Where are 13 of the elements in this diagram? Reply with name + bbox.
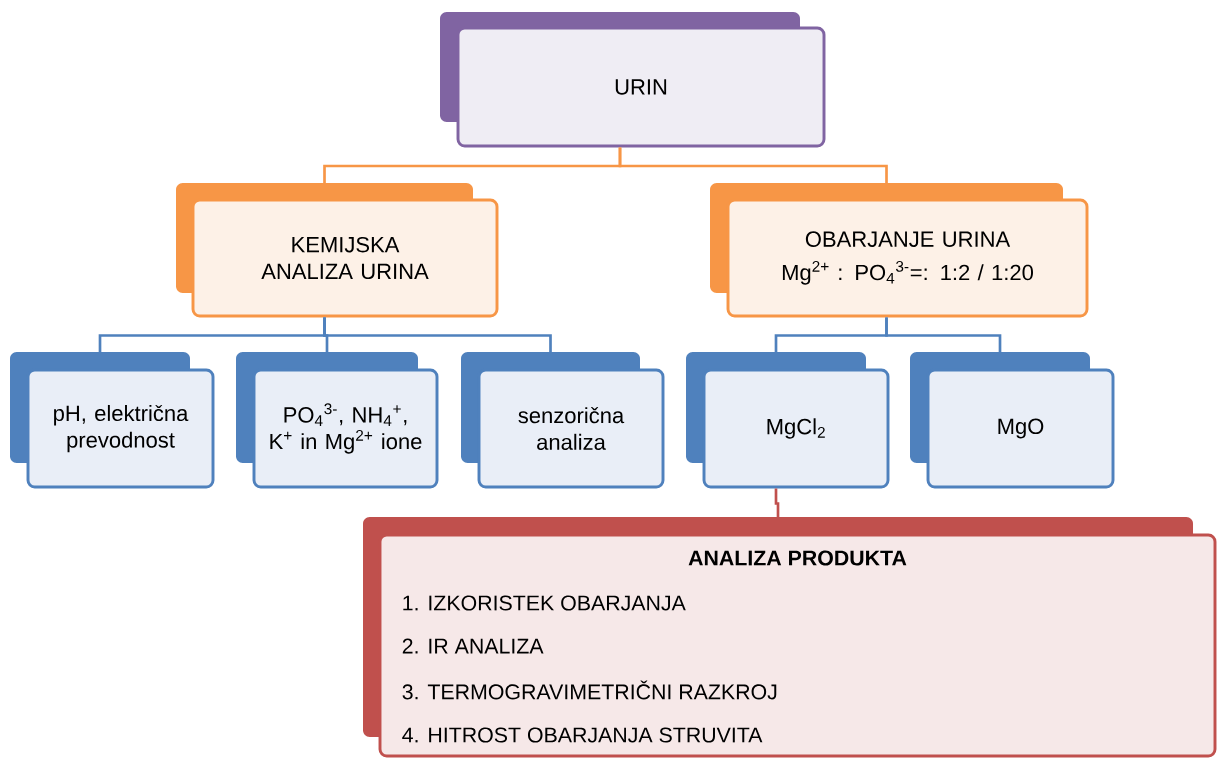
connector-line [774,488,780,517]
process-box: MgO [910,352,1115,489]
process-box: MgCl$_{2}$ [686,352,890,489]
connector-line [323,317,552,352]
process-box: KEMIJSKA ANALIZA URINA [176,183,499,318]
process-box: ANALIZA PRODUKTA 1. IZKORISTEK OBARJANJA 2. IR ANALIZA 3. TERMOGRAVIMETRIČNI RAZKROJ 4. HITROST OBARJANJA STRUVITA [363,517,1217,758]
connector-line [618,147,888,183]
process-box: URIN [440,12,826,148]
process-box: pH, električna prevodnost [10,352,215,489]
connector-line [885,317,1002,352]
process-box: PO$_{4}$$^{3-}$, NH$_{4}$$^{+}$, K$^{+}$ in Mg$^{2+}$ ione [236,352,439,489]
process-box: senzorična analiza [461,352,665,489]
process-box: OBARJANJE URINA Mg$^{2+}$ : PO$_{4}$$^{3-}$=: 1:2 / 1:20 [710,183,1089,318]
